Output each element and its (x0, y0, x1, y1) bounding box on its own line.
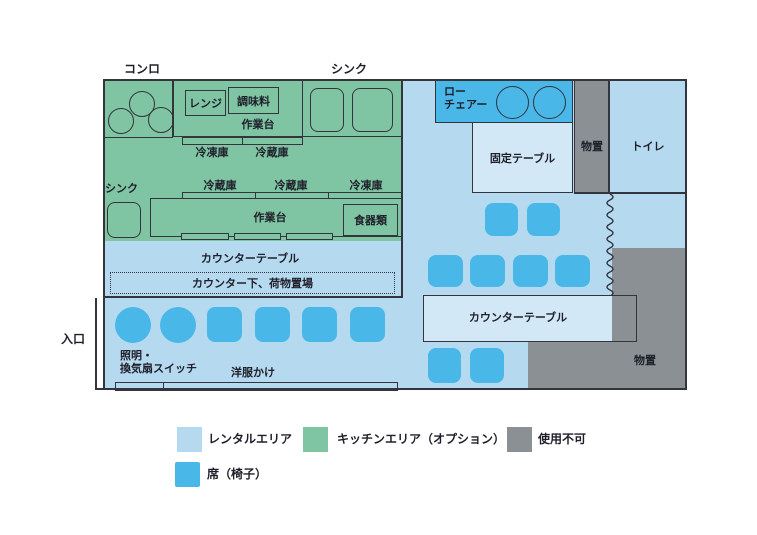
stove-burner-icon (108, 108, 134, 134)
sink-left-label: シンク (105, 182, 138, 195)
legend-label-rental: レンタルエリア (208, 432, 293, 446)
legend-swatch-unusable (507, 427, 532, 452)
wall-bottom (95, 388, 687, 390)
freezer-under-top-label: 冷凍庫 (195, 146, 229, 159)
fixed-table-label: 固定テーブル (489, 151, 556, 165)
storage-upper-zone (574, 80, 610, 193)
fridge-under-top-box (242, 137, 303, 145)
range-label: レンジ (189, 97, 222, 110)
entrance-wall-gap (97, 298, 103, 388)
seat-square (513, 255, 548, 287)
sink-left-box (107, 202, 141, 238)
seat-circle (160, 307, 196, 343)
counter-table-gray-overlap (612, 296, 636, 341)
storage-lower-label: 物置 (634, 354, 656, 367)
wall-kitchen-right (401, 79, 403, 298)
low-chair-label-line1: ロー (444, 85, 466, 98)
counter-table-right-fill (423, 295, 637, 342)
low-chair-icon (533, 86, 566, 119)
freezer-under-top-box (182, 137, 243, 145)
under-counter-box: カウンター下、荷物置場 (110, 272, 395, 294)
seat-square (207, 307, 242, 342)
seat-square (527, 203, 560, 236)
storage-upper-label: 物置 (581, 140, 603, 153)
storage-lower-zone-b (528, 342, 687, 388)
stove-burner-icon (129, 91, 155, 117)
range-box: レンジ (185, 90, 226, 116)
sink-basin (352, 88, 393, 132)
clothes-rack-label: 洋服かけ (231, 366, 275, 379)
freezer-mid-right-label: 冷凍庫 (349, 179, 383, 192)
counter-table-right-box (423, 295, 637, 342)
seat-square (350, 307, 385, 342)
wall-entrance-outer (95, 298, 97, 390)
seat-square (428, 255, 463, 287)
toilet-label: トイレ (631, 140, 665, 153)
fridge-mid-center-label: 冷蔵庫 (274, 179, 308, 192)
counter-table-left-label: カウンターテーブル (200, 252, 300, 265)
clothes-rack-box (163, 382, 398, 391)
switch-panel-box (115, 382, 164, 391)
legend-label-unusable: 使用不可 (538, 432, 587, 446)
stove-outside-label: コンロ (124, 62, 161, 76)
wall-left-section-divider (103, 296, 403, 298)
tableware-label: 食器類 (354, 214, 387, 227)
seat-square (470, 255, 505, 287)
stove-box (104, 80, 173, 138)
wall-left-upper (103, 79, 105, 298)
worktable-top-label: 作業台 (241, 118, 275, 131)
seat-square (555, 255, 590, 287)
seat-square (470, 348, 504, 383)
counter-table-right-label: カウンターテーブル (468, 311, 568, 324)
fridge-under-top-label: 冷蔵庫 (255, 146, 289, 159)
fixed-table-box: 固定テーブル (472, 122, 573, 193)
fridge-mid-left-label: 冷蔵庫 (203, 179, 237, 192)
legend-label-kitchen: キッチンエリア（オプション） (337, 432, 506, 446)
switch-label-line2: 換気扇スイッチ (120, 362, 197, 375)
legend-swatch-kitchen (303, 427, 328, 452)
under-table-stool (181, 233, 229, 240)
seasonings-label: 調味料 (237, 94, 270, 108)
switch-label-line1: 照明・ (120, 349, 153, 362)
entrance-label: 入口 (61, 332, 86, 346)
seat-square (428, 348, 461, 383)
legend-swatch-rental (177, 427, 202, 452)
under-table-stool (234, 233, 281, 240)
sink-basin (310, 88, 344, 132)
under-table-stool (286, 233, 333, 240)
wall-toilet-bottom (574, 192, 687, 194)
under-counter-label: カウンター下、荷物置場 (192, 277, 313, 290)
low-chair-box: ローチェアー (435, 80, 573, 123)
curtain-squiggle-icon (606, 194, 614, 296)
sink-top-outside-label: シンク (331, 62, 368, 76)
wall-right (685, 79, 687, 390)
seasonings-box: 調味料 (228, 87, 279, 114)
legend-swatch-seat (175, 462, 200, 487)
low-chair-label-line2: チェアー (444, 98, 488, 111)
low-chair-icon (496, 86, 529, 119)
wall-toilet-left (608, 80, 610, 193)
sink-counter-box (302, 80, 402, 137)
seat-circle (115, 307, 151, 343)
seat-square (255, 307, 290, 342)
seat-square (302, 307, 337, 342)
tableware-box: 食器類 (343, 204, 398, 236)
worktable-lower-label: 作業台 (253, 211, 287, 224)
wall-entrance-inner (103, 298, 105, 390)
stove-burner-icon (148, 107, 174, 133)
seat-square (485, 203, 518, 236)
legend-label-seat: 席（椅子） (207, 467, 268, 481)
